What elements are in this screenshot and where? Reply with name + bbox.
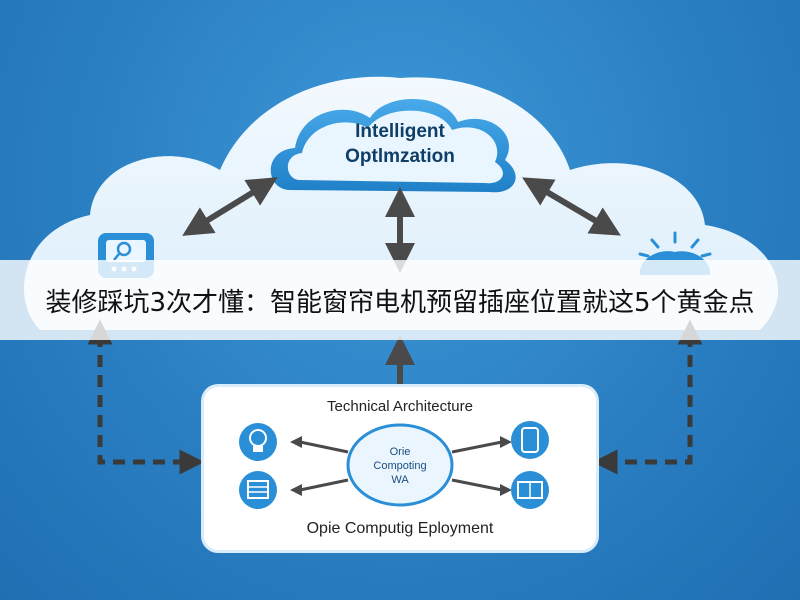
window-icon [511, 471, 549, 509]
overlay-title: 装修踩坑3次才懂：智能窗帘电机预留插座位置就这5个黄金点 [45, 287, 755, 318]
hub-label-line3: WA [391, 474, 409, 486]
arrow-top-right [522, 177, 621, 236]
intelligent-optimization-node [270, 98, 516, 193]
hub-label-line1: Orie [389, 446, 411, 458]
panel-footer: Opie Computig Eployment [306, 520, 494, 537]
shutter-icon [239, 471, 277, 509]
hub-node [346, 423, 454, 507]
top-node-label-line1: Intelligent [355, 121, 445, 142]
hub-label-line2: Compoting [373, 460, 427, 472]
link-hub-phone [451, 440, 503, 454]
panel-title: Technical Architecture [327, 398, 473, 415]
link-hub-shutter [299, 478, 349, 492]
top-node-label-line2: Optlmzation [345, 146, 455, 167]
link-hub-window [451, 478, 503, 492]
bulb-icon [239, 423, 277, 461]
overlay-band [0, 260, 800, 340]
phone-icon [511, 421, 549, 459]
dashed-arrow-right [592, 335, 693, 475]
arrow-top-left [182, 177, 278, 236]
dashed-arrow-left [97, 335, 205, 475]
link-hub-bulb [299, 440, 349, 454]
